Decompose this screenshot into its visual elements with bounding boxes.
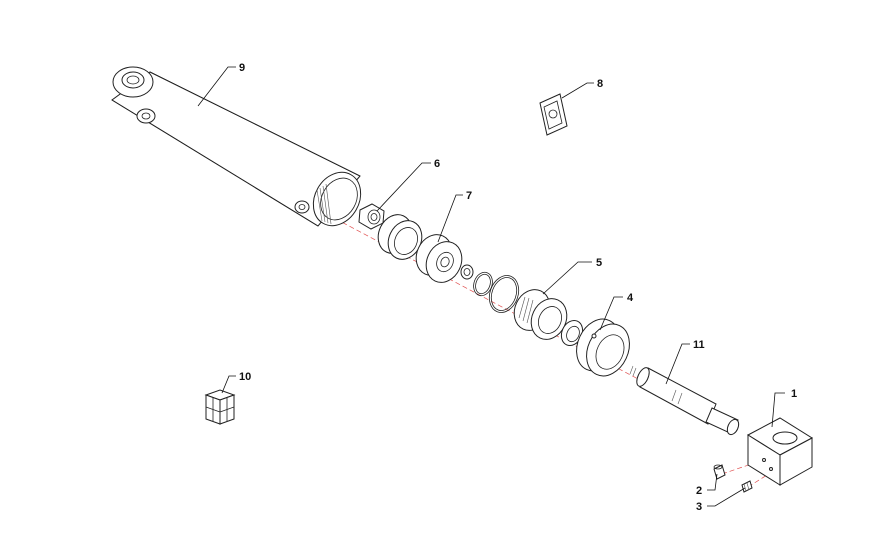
cylinder-barrel [111, 66, 362, 227]
callout-4: 4 [627, 292, 634, 304]
gland [513, 289, 568, 340]
callout-1: 1 [791, 388, 797, 400]
mounting-block [747, 417, 813, 486]
piston-rod [629, 365, 740, 436]
callout-7: 7 [466, 190, 472, 202]
callout-8: 8 [597, 78, 603, 90]
callout-11: 11 [693, 339, 705, 351]
callout-3: 3 [696, 501, 702, 513]
callout-6: 6 [434, 158, 440, 170]
grease-nipple [741, 480, 753, 493]
callout-5: 5 [596, 257, 602, 269]
leader-lines [197, 66, 785, 507]
seal-sleeve [377, 214, 423, 260]
end-cap [576, 318, 630, 377]
callout-2: 2 [696, 485, 702, 497]
seal-kit-box [204, 389, 236, 425]
callout-labels: 9 6 7 8 5 4 11 1 2 3 10 [239, 62, 797, 513]
piston [415, 234, 463, 283]
callout-9: 9 [239, 62, 245, 74]
o-ring-large [488, 275, 520, 313]
callout-10: 10 [239, 371, 251, 383]
label-decal [539, 93, 568, 136]
washer [460, 264, 474, 280]
set-screw [713, 464, 726, 480]
